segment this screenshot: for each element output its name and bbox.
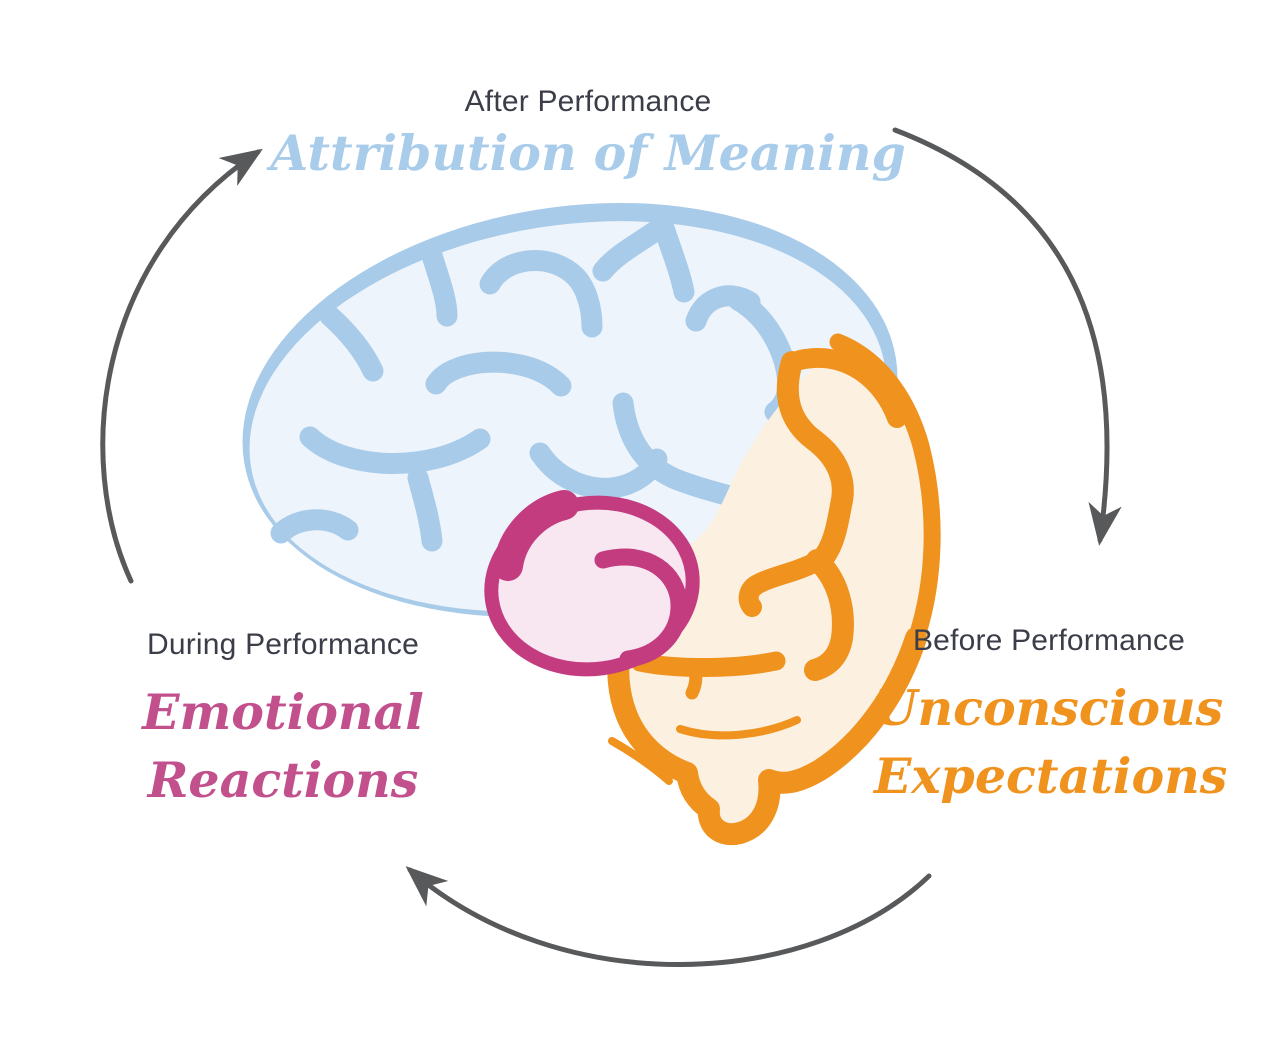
cerebellum-fold: [630, 651, 786, 677]
timing-label: After Performance: [464, 85, 712, 118]
stage-after-performance: After Performance Attribution of Meaning: [270, 83, 905, 183]
cerebellum-fold-stub: [685, 658, 703, 700]
cerebellum-thin-fold-2: [608, 737, 673, 785]
arrow-before-to-during-icon: [405, 866, 932, 967]
amygdala-body: [484, 495, 700, 677]
timing-label: During Performance: [146, 628, 420, 661]
cerebellum-branch-left: [738, 550, 830, 617]
cerebellum-rim-lower: [607, 627, 927, 846]
amygdala-curl: [594, 548, 688, 668]
concept-label: Unconscious Expectations: [874, 679, 1228, 805]
amygdala-thick-edge: [493, 490, 579, 581]
timing-label: Before Performance: [912, 624, 1186, 657]
cerebellum-rim-upper: [829, 333, 941, 657]
arrow-after-to-before-icon: [892, 127, 1122, 546]
arrow-during-to-after-icon: [100, 148, 263, 584]
stage-during-performance: During Performance Emotional Reactions: [128, 626, 438, 814]
cycle-arrows: [100, 127, 1122, 967]
stage-before-performance: Before Performance Unconscious Expectati…: [874, 622, 1228, 810]
amygdala-region: [484, 490, 700, 677]
cerebellum-band: [790, 348, 907, 428]
cerebellum-fill: [616, 344, 932, 834]
cerebellum-branch-down: [804, 549, 854, 681]
cerebellum-thin-fold-1: [676, 716, 801, 740]
concept-label: Emotional Reactions: [142, 683, 424, 809]
temporal-cerebellum-region: [607, 333, 941, 846]
cerebellum-squiggle: [776, 351, 854, 573]
concept-label: Attribution of Meaning: [270, 124, 906, 182]
